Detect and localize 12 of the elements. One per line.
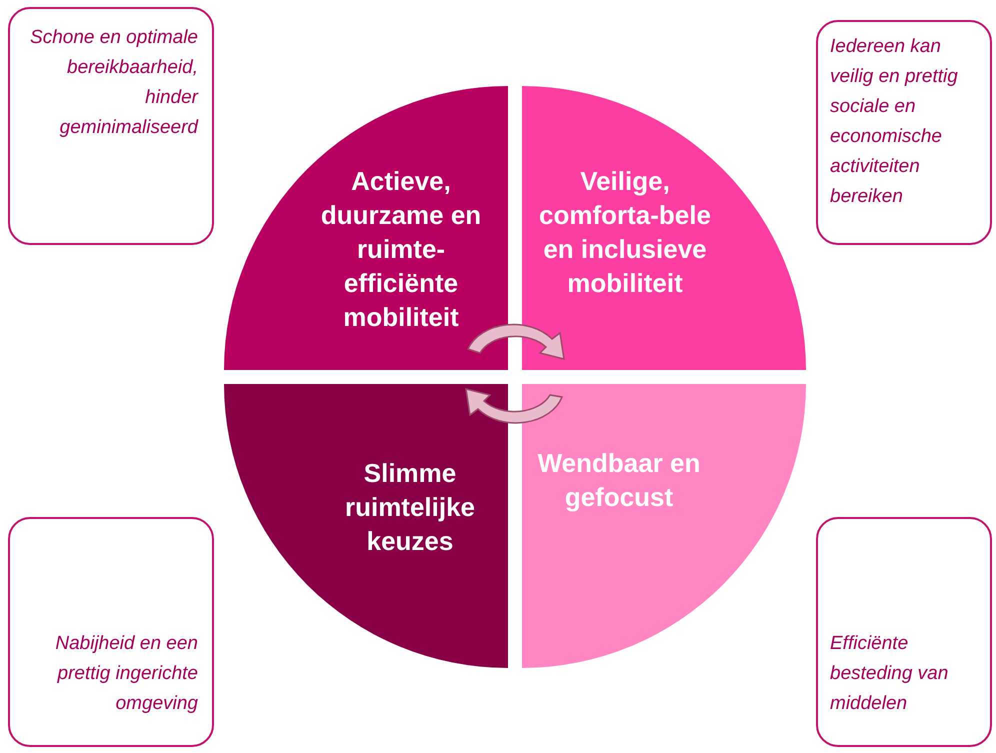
goal-card	[816, 517, 992, 747]
goal-card	[8, 7, 214, 245]
quadrant-title: Wendbaar en gefocust	[536, 447, 702, 514]
goal-text: Schone en optimale bereikbaarheid, hinder geminimaliseerd	[29, 26, 198, 140]
quadrant-title: Slimme ruimtelijke keuzes	[344, 457, 476, 558]
quadrant-title: Veilige, comforta-bele en inclusieve mobiliteit	[538, 165, 712, 300]
goal-card	[816, 20, 992, 245]
goal-card	[8, 517, 214, 747]
quadrant-title: Actieve, duurzame en ruimte-efficiënte mobiliteit	[320, 165, 482, 334]
goal-text: Iedereen kan veilig en prettig sociale en economische activiteiten bereiken	[830, 35, 959, 209]
goal-text: Efficiënte besteding van middelen	[830, 632, 950, 716]
goal-text: Nabijheid en een prettig ingerichte omgeving	[54, 632, 198, 716]
